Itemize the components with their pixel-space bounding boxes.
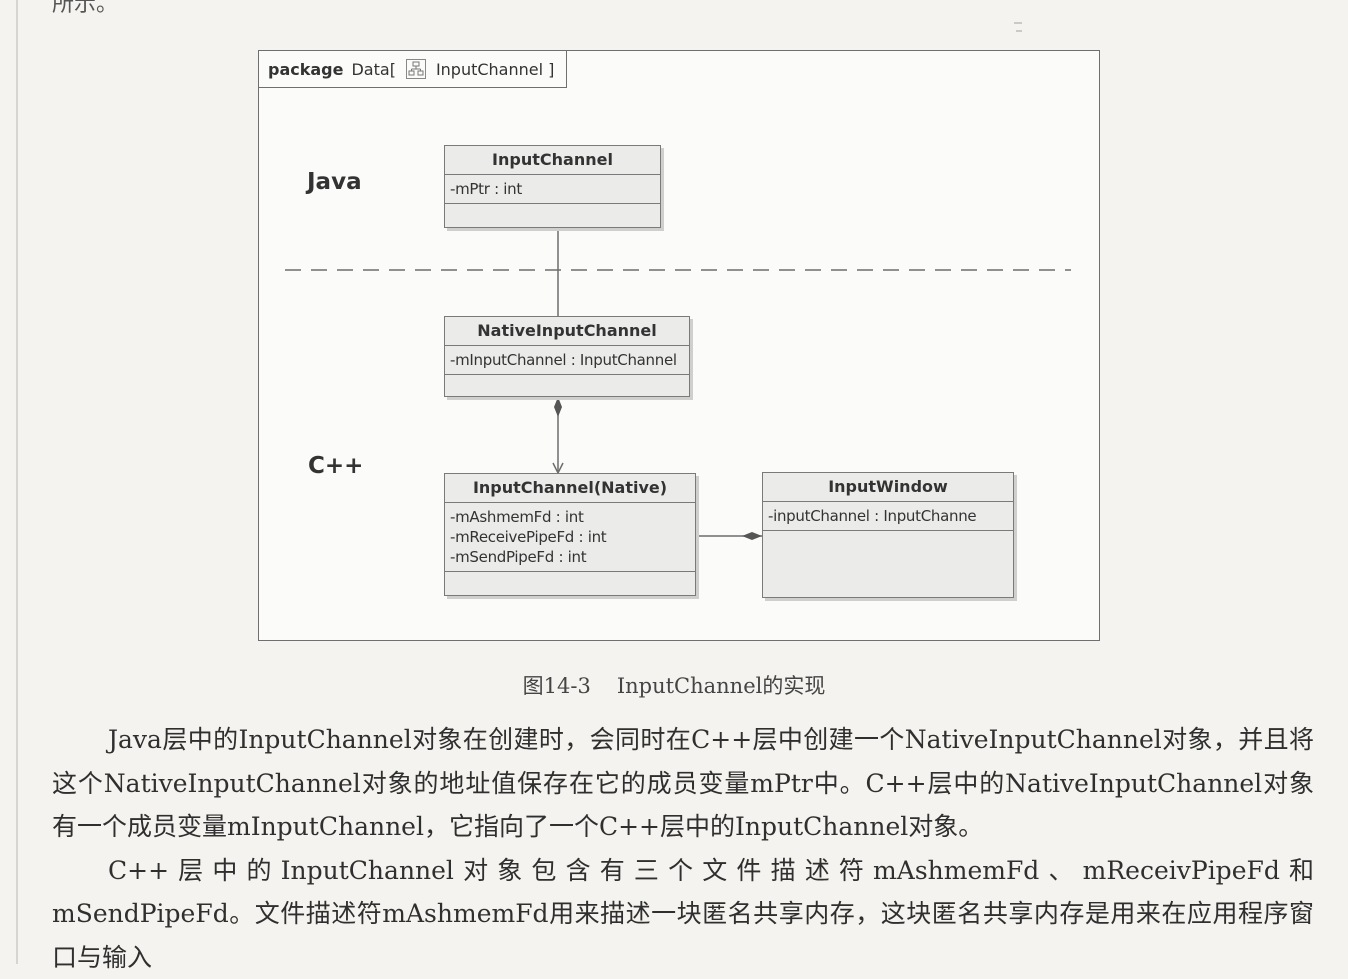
class-operations [445, 204, 660, 224]
previous-paragraph-fragment: 所示。 [52, 0, 118, 18]
composition-diamond [554, 397, 562, 417]
attribute: -inputChannel : InputChanne [768, 506, 1008, 526]
uml-package-diagram: package Data[ InputChannel ] Java C++ In… [258, 50, 1100, 641]
attribute: -mInputChannel : InputChannel [450, 350, 684, 370]
paragraph: C++层中的InputChannel对象包含有三个文件描述符mAshmemFd、… [52, 849, 1314, 979]
attribute: -mAshmemFd : int [450, 507, 690, 527]
attribute: -mSendPipeFd : int [450, 547, 690, 567]
paragraph: Java层中的InputChannel对象在创建时，会同时在C++层中创建一个N… [52, 718, 1314, 849]
class-attributes: -mInputChannel : InputChannel [445, 346, 689, 375]
class-name: NativeInputChannel [445, 317, 689, 346]
class-operations [763, 531, 1013, 551]
class-attributes: -inputChannel : InputChanne [763, 502, 1013, 531]
attribute: -mPtr : int [450, 179, 655, 199]
aggregation-diamond [742, 532, 762, 540]
class-name: InputWindow [763, 473, 1013, 502]
figure-number: 图14-3 [523, 674, 591, 698]
figure-caption: 图14-3 InputChannel的实现 [0, 670, 1348, 700]
class-inputchannel-native: InputChannel(Native) -mAshmemFd : int -m… [444, 473, 696, 596]
scan-speck [1014, 22, 1022, 24]
class-nativeinputchannel: NativeInputChannel -mInputChannel : Inpu… [444, 316, 690, 397]
class-attributes: -mAshmemFd : int -mReceivePipeFd : int -… [445, 503, 695, 572]
scan-speck [1016, 30, 1022, 32]
class-operations [445, 572, 695, 592]
class-inputwindow: InputWindow -inputChannel : InputChanne [762, 472, 1014, 598]
class-name: InputChannel [445, 146, 660, 175]
class-name: InputChannel(Native) [445, 474, 695, 503]
class-attributes: -mPtr : int [445, 175, 660, 204]
class-operations [445, 375, 689, 395]
class-inputchannel-java: InputChannel -mPtr : int [444, 145, 661, 228]
figure-title: InputChannel的实现 [617, 674, 826, 698]
page-margin-rule [16, 0, 18, 964]
attribute: -mReceivePipeFd : int [450, 527, 690, 547]
body-text: Java层中的InputChannel对象在创建时，会同时在C++层中创建一个N… [52, 718, 1314, 979]
